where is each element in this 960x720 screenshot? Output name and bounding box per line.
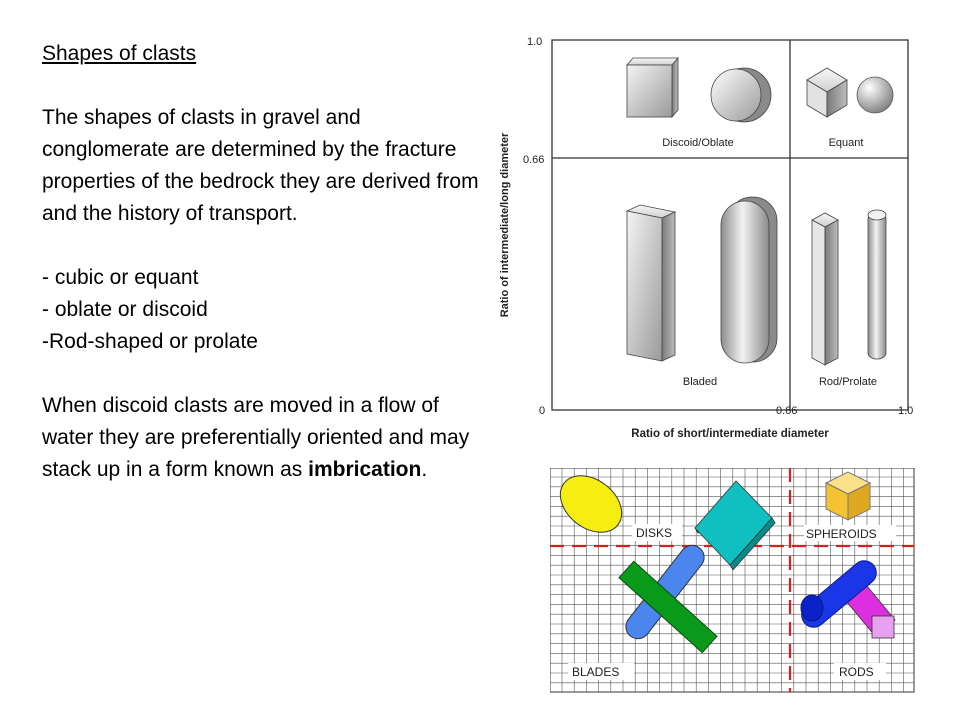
x-tick-mid: 0.66 [776, 405, 797, 417]
list-item-prolate: -Rod-shaped or prolate [42, 330, 258, 353]
label-bladed: Bladed [683, 376, 717, 388]
imbrication-text: When discoid clasts are moved in a flow … [42, 394, 470, 481]
y-tick-top: 1.0 [527, 36, 542, 48]
label-rods: RODS [839, 665, 874, 679]
oblate-disc-shape [710, 67, 772, 123]
blue-rod-shape [800, 560, 877, 628]
label-rod-prolate: Rod/Prolate [819, 376, 877, 388]
imbrication-period: . [421, 458, 428, 481]
clast-sketch-diagram: DISKS SPHEROIDS BLADES RODS [550, 468, 915, 693]
list-item-equant: - cubic or equant [42, 266, 199, 289]
cyan-plate-shape [694, 480, 776, 571]
list-item-oblate: - oblate or discoid [42, 298, 208, 321]
label-disks: DISKS [636, 526, 672, 540]
oblate-slab-shape [626, 56, 679, 119]
label-equant: Equant [829, 137, 864, 149]
diagram-frame [551, 39, 909, 411]
x-tick-max: 1.0 [898, 405, 913, 417]
rod-prism-shape [811, 212, 839, 366]
x-tick-zero: 0 [539, 405, 545, 417]
label-discoid-oblate: Discoid/Oblate [662, 137, 734, 149]
label-rods-box: RODS [834, 663, 886, 680]
x-axis-label: Ratio of short/intermediate diameter [631, 428, 829, 440]
label-spheroids: SPHEROIDS [806, 527, 877, 541]
y-axis-label: Ratio of intermediate/long diameter [499, 132, 511, 317]
label-blades: BLADES [572, 665, 619, 679]
rod-cylinder-shape [867, 209, 887, 360]
bladed-slab-shape [625, 204, 677, 362]
label-blades-box: BLADES [568, 663, 634, 680]
text-panel: Shapes of clasts The shapes of clasts in… [42, 38, 482, 486]
spheroid-cube-shape [824, 471, 872, 521]
slide-title: Shapes of clasts [42, 42, 197, 65]
equant-sphere-shape [856, 76, 894, 114]
label-spheroids-box: SPHEROIDS [804, 525, 896, 541]
label-disks-box: DISKS [632, 524, 682, 541]
yellow-disk-shape [559, 475, 623, 533]
imbrication-term: imbrication [308, 458, 422, 481]
bladed-capsule-shape [720, 196, 778, 364]
equant-cube-shape [806, 67, 848, 118]
green-blade-shape [618, 560, 718, 654]
intro-paragraph: The shapes of clasts in gravel and congl… [42, 106, 479, 225]
zingg-diagram: 1.0 0.66 0 0.66 1.0 Ratio of intermediat… [499, 36, 913, 440]
imbrication-paragraph: When discoid clasts are moved in a flow … [42, 390, 482, 486]
y-tick-mid: 0.66 [523, 154, 544, 166]
